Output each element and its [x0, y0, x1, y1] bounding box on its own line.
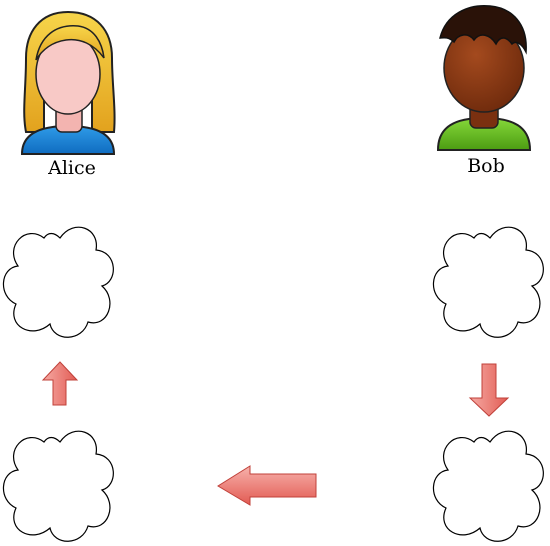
bob-lower-cloud	[432, 430, 544, 542]
alice-upper-cloud	[2, 226, 114, 338]
alice-name-label: Alice	[47, 157, 96, 179]
bob-avatar: Bob	[436, 5, 532, 177]
bob-hair	[439, 5, 527, 55]
bob-name-label: Bob	[467, 155, 505, 177]
alice-fringe	[35, 25, 105, 61]
bob-down-arrow	[468, 363, 510, 417]
alice-up-arrow	[41, 361, 79, 406]
bob-to-alice-arrow	[217, 465, 317, 506]
alice-avatar: Alice	[20, 10, 116, 179]
bob-upper-cloud	[432, 226, 544, 338]
alice-lower-cloud	[2, 430, 114, 542]
